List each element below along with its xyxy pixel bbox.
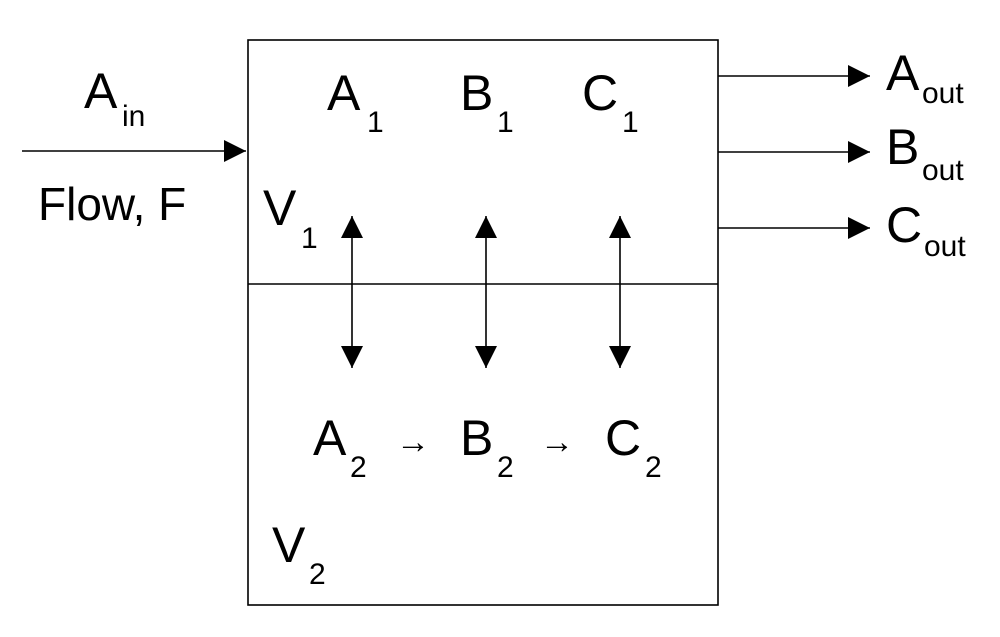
svg-text:2: 2 (309, 558, 326, 591)
outlet-label-b: B out (886, 119, 964, 187)
svg-text:V: V (272, 517, 306, 573)
svg-text:out: out (922, 77, 964, 110)
species-a1: A 1 (327, 65, 384, 139)
svg-text:C: C (886, 197, 922, 253)
svg-text:2: 2 (350, 451, 367, 484)
svg-text:V: V (263, 180, 297, 236)
reaction-arrow-2: → (540, 423, 574, 461)
svg-text:1: 1 (367, 106, 384, 139)
outlet-label-a: A out (886, 45, 964, 110)
svg-text:A: A (313, 410, 347, 466)
flow-label: Flow, F (38, 178, 186, 230)
species-a2: A 2 (313, 410, 367, 484)
svg-text:out: out (922, 154, 964, 187)
volume-v2: V 2 (272, 517, 326, 591)
svg-text:B: B (460, 65, 493, 121)
svg-text:1: 1 (497, 106, 514, 139)
svg-text:1: 1 (622, 106, 639, 139)
svg-text:in: in (122, 100, 145, 133)
svg-text:1: 1 (301, 222, 318, 255)
volume-v1: V 1 (263, 180, 318, 255)
species-b1: B 1 (460, 65, 514, 139)
reaction-arrow-1: → (396, 423, 430, 461)
svg-text:B: B (460, 410, 493, 466)
species-b2: B 2 (460, 410, 514, 484)
svg-text:2: 2 (645, 451, 662, 484)
species-c1: C 1 (582, 65, 639, 139)
species-c2: C 2 (605, 410, 662, 484)
outlet-label-c: C out (886, 197, 966, 263)
svg-text:A: A (886, 45, 920, 101)
reactor-box (247, 39, 719, 606)
svg-text:2: 2 (497, 451, 514, 484)
svg-text:C: C (582, 65, 618, 121)
svg-text:B: B (886, 119, 919, 175)
svg-text:C: C (605, 410, 641, 466)
svg-text:A: A (327, 65, 361, 121)
inlet-label: A in (84, 63, 145, 133)
svg-text:out: out (924, 230, 966, 263)
svg-text:A: A (84, 63, 118, 119)
